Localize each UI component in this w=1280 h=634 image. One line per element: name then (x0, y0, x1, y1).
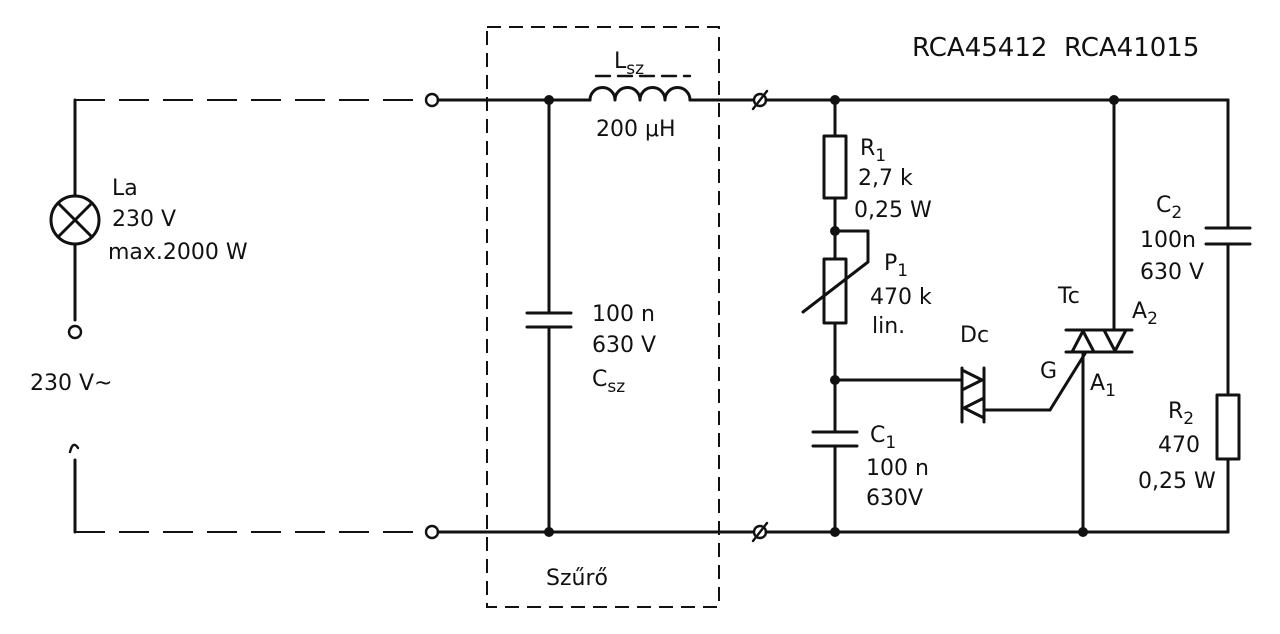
r1-power: 0,25 W (854, 198, 932, 223)
r1-resistor (822, 134, 848, 200)
p1-type: lin. (872, 314, 905, 339)
c2-value: 100n (1140, 228, 1196, 253)
triac-a2-label: A2 (1132, 299, 1158, 329)
filter-name: Szűrő (546, 566, 608, 591)
diac-symbol (960, 366, 986, 424)
filter-cap-voltage: 630 V (592, 333, 656, 358)
filter-input-terminal-top (424, 92, 440, 108)
r2-power: 0,25 W (1138, 469, 1216, 494)
filter-cap-value: 100 n (592, 302, 655, 327)
p1-wiper (801, 229, 870, 314)
triac-gate-label: G (1040, 359, 1057, 384)
lamp-voltage: 230 V (112, 207, 176, 232)
inductor-label: Lsz (614, 49, 644, 79)
lamp-symbol (49, 194, 101, 246)
inductor-value: 200 μH (596, 117, 676, 142)
c2-voltage: 630 V (1140, 260, 1204, 285)
triac-a1-label: A1 (1090, 371, 1116, 401)
r1-value: 2,7 k (858, 166, 913, 191)
lamp-power: max.2000 W (108, 240, 248, 265)
screw-terminal-bottom (751, 521, 769, 543)
dimmer-section: R1 2,7 k 0,25 W P1 470 k lin. C1 100 n 6… (751, 89, 1252, 543)
c1-value: 100 n (866, 456, 929, 481)
filter-box (486, 26, 720, 608)
lamp-name: La (112, 176, 138, 201)
p1-value: 470 k (870, 285, 932, 310)
filter-section: Lsz 200 μH 100 n 630 V Csz Szűrő (424, 26, 757, 608)
c1-name: C1 (870, 423, 896, 453)
triac-name: Tc (1057, 284, 1080, 309)
filter-cap-name: Csz (592, 367, 625, 397)
mains-section: La 230 V max.2000 W 230 V~ (30, 98, 420, 534)
r2-value: 470 (1158, 433, 1200, 458)
p1-potentiometer (822, 257, 848, 325)
r2-resistor (1215, 393, 1241, 461)
c1-voltage: 630V (866, 486, 923, 511)
p1-name: P1 (884, 251, 908, 281)
diac-name: Dc (960, 323, 989, 348)
mains-terminal-upper (67, 324, 83, 340)
mains-terminal-lower (68, 443, 80, 454)
gate-wire (1048, 350, 1088, 412)
filter-input-terminal-bottom (424, 524, 440, 540)
inductor-coil (588, 86, 692, 102)
r2-name: R2 (1168, 399, 1194, 429)
c2-name: C2 (1156, 193, 1182, 223)
device-title: RCA45412 RCA41015 (912, 33, 1199, 63)
mains-voltage-label: 230 V~ (30, 371, 112, 396)
r1-name: R1 (860, 136, 886, 166)
triac-symbol (1064, 328, 1134, 354)
